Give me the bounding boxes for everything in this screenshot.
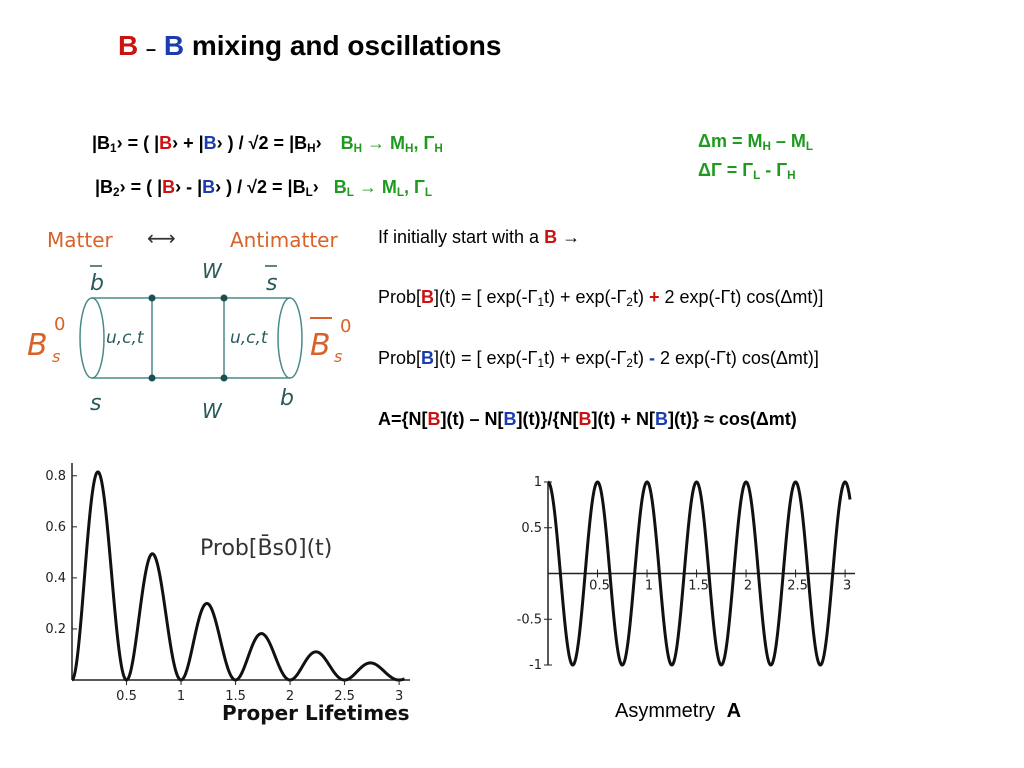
left-cylinder-end — [79, 297, 105, 379]
x-tick-label: 2.5 — [334, 689, 355, 704]
title-text: mixing and oscillations — [191, 30, 502, 61]
prob-bbar-formula: Prob[B](t) = [ exp(-Γ1t) + exp(-Γ2t) - 2… — [378, 348, 819, 370]
y-tick-label: 0.5 — [521, 521, 542, 536]
prob-chart: 0.5 1 1.5 2 2.5 3 0.2 0.4 0.6 0.8 Prob[B̄s0](t) P… — [45, 463, 410, 725]
right-cylinder-end — [277, 297, 303, 379]
quarks-left-label: u,c,t — [106, 328, 145, 348]
antimatter-label: Antimatter — [230, 228, 338, 252]
initial-state-text: If initially start with a B → — [378, 227, 581, 247]
y-tick-label: -1 — [529, 658, 542, 673]
w-bottom-label: W — [202, 399, 223, 420]
y-tick-label: -0.5 — [517, 612, 542, 627]
prob-curve — [71, 470, 406, 682]
eq-b1-heavy: BH → MH, ΓH — [340, 133, 443, 155]
bs-right-sub: s — [334, 347, 342, 366]
prob-chart-xlabel: Proper Lifetimes — [222, 701, 410, 725]
x-tick-label: 0.5 — [589, 579, 610, 594]
x-tick-label: 2 — [286, 689, 294, 704]
y-tick-label: 1 — [534, 475, 542, 490]
vertex-dot — [220, 374, 228, 382]
vertex-dot — [148, 294, 156, 302]
asymmetry-chart-axes — [547, 482, 855, 665]
y-tick-label: 0.8 — [45, 469, 66, 484]
eq-b2: |B2› = ( |B› - |B› ) / √2 = |BL› BL → ML… — [95, 177, 432, 199]
matter-label: Matter — [47, 228, 114, 252]
title-b-blue: B — [163, 30, 185, 61]
asymmetry-caption: Asymmetry A — [615, 700, 742, 722]
x-tick-label: 1.5 — [225, 689, 246, 704]
x-tick-label: 1 — [645, 579, 653, 594]
slide-title: B – B mixing and oscillations — [118, 30, 501, 62]
box-diagram: Matter ⟷ Antimatter W b s u,c,t u,c,t B … — [27, 226, 351, 420]
y-tick-label: 0.2 — [45, 622, 66, 637]
bs-right-sup: 0 — [340, 316, 351, 337]
eq-b2-light: BL → ML, ΓL — [333, 177, 432, 199]
s-bar-label: s — [266, 271, 277, 296]
asymmetry-curve — [547, 480, 852, 667]
delta-m-def: Δm = MH – ML — [698, 131, 814, 153]
x-tick-label: 3 — [395, 689, 403, 704]
bs-right-label: B — [310, 328, 331, 363]
title-dash: – — [146, 39, 157, 59]
prob-chart-ticks: 0.5 1 1.5 2 2.5 3 0.2 0.4 0.6 0.8 — [45, 469, 403, 704]
x-tick-label: 2.5 — [787, 579, 808, 594]
vertex-dot — [148, 374, 156, 382]
s-label: s — [90, 391, 101, 416]
x-tick-label: 1 — [177, 689, 185, 704]
x-tick-label: 3 — [843, 579, 851, 594]
x-tick-label: 0.5 — [116, 689, 137, 704]
asymmetry-formula: A={N[B](t) – N[B](t)}/{N[B](t) + N[B](t)… — [378, 409, 797, 429]
prob-chart-title: Prob[B̄s0](t) — [200, 535, 332, 561]
quarks-right-label: u,c,t — [230, 328, 269, 348]
y-tick-label: 0.6 — [45, 520, 66, 535]
b-label: b — [280, 386, 294, 411]
asymmetry-chart-ticks: 0.5 1 1.5 2 2.5 3 1 0.5 -0.5 -1 — [517, 475, 852, 673]
eq-b1: |B1› = ( |B› + |B› ) / √2 = |BH› BH → MH… — [92, 133, 443, 155]
b-bar-label: b — [90, 271, 104, 296]
delta-gamma-def: ΔΓ = ΓL - ΓH — [698, 160, 796, 182]
prob-b-formula: Prob[B](t) = [ exp(-Γ1t) + exp(-Γ2t) + 2… — [378, 287, 824, 309]
prob-chart-axes — [71, 463, 410, 681]
x-tick-label: 2 — [744, 579, 752, 594]
x-tick-label: 1.5 — [688, 579, 709, 594]
double-arrow-icon: ⟷ — [147, 226, 176, 250]
title-b-red: B — [118, 30, 139, 61]
bs-left-sub: s — [52, 347, 60, 366]
w-top-label: W — [202, 259, 223, 283]
bs-left-sup: 0 — [54, 314, 65, 335]
vertex-dot — [220, 294, 228, 302]
asymmetry-chart: 0.5 1 1.5 2 2.5 3 1 0.5 -0.5 -1 — [517, 475, 855, 673]
y-tick-label: 0.4 — [45, 571, 66, 586]
bs-left-label: B — [27, 328, 48, 363]
